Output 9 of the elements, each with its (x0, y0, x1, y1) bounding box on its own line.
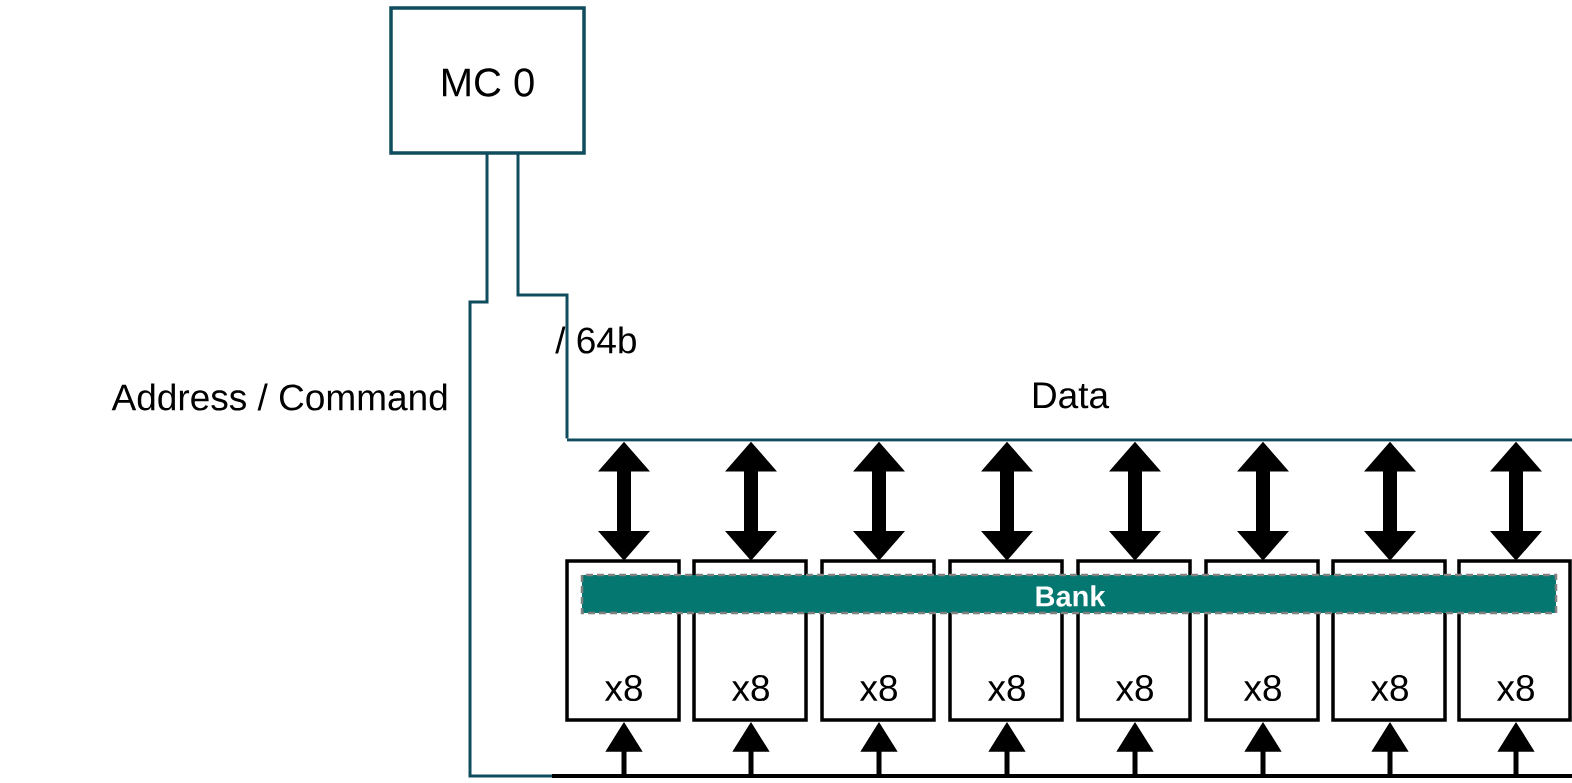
bus-line (468, 153, 552, 778)
memory-chip: x8 (1457, 559, 1572, 722)
controller-box: MC 0 (389, 6, 586, 155)
data-bus-line: Data (567, 382, 1572, 442)
bank-band: Bank (580, 573, 1558, 615)
bus-label: Address / Command (111, 383, 447, 411)
bus-line (516, 153, 569, 439)
bus-label: / 64b (555, 326, 636, 354)
memory-chip: x8 (565, 559, 681, 722)
